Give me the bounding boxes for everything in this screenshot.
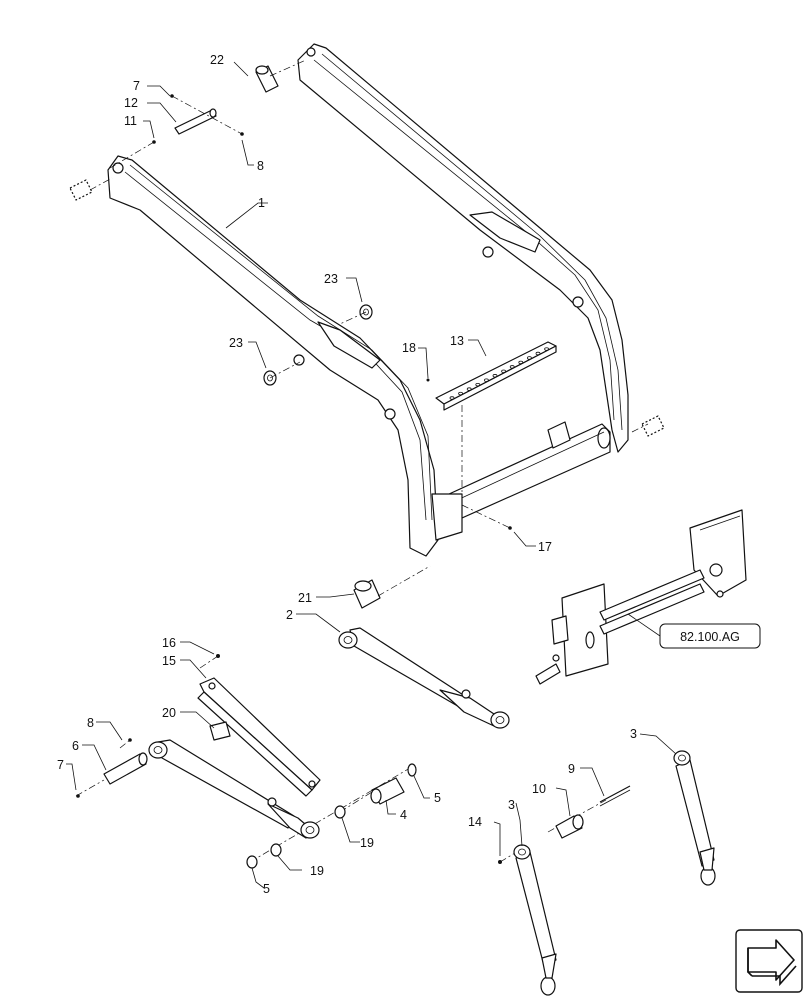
cylinder-3-right [673,750,716,886]
link-bar-15 [197,677,321,797]
plate-hole [466,387,472,391]
callout-7-top: 7 [133,79,140,93]
callout-6: 6 [72,739,79,753]
plate-hole [501,369,507,373]
decal-20 [209,721,231,741]
reference-label: 82.100.AG [680,630,740,644]
callout-19-left: 19 [310,864,324,878]
callout-16: 16 [162,636,176,650]
callout-10: 10 [532,782,546,796]
plate-hole [458,391,464,396]
plate-hole [509,365,515,369]
callout-1: 1 [258,196,265,210]
plate-hole [535,351,541,356]
callouts: 22 7 12 11 8 1 23 23 18 13 17 21 2 16 15… [57,53,637,896]
callout-11: 11 [124,114,137,128]
callout-22: 22 [210,53,224,67]
quick-attach-assembly [535,509,747,685]
callout-23-lower: 23 [229,336,243,350]
next-page-arrow-icon[interactable] [735,929,803,993]
callout-9: 9 [568,762,575,776]
callout-8-top: 8 [257,159,264,173]
callout-8-bottom: 8 [87,716,94,730]
callout-5-left: 5 [263,882,270,896]
cylinder-3-middle [513,844,557,996]
plate-hole [544,347,549,351]
plate-hole [527,356,532,360]
leader-lines [66,61,677,889]
callout-17: 17 [538,540,552,554]
loader-arm-frame [107,43,629,557]
callout-18: 18 [402,341,416,355]
callout-14: 14 [468,815,482,829]
pins-lower [76,654,631,869]
callout-7-bottom: 7 [57,758,64,772]
plate-hole [518,360,524,365]
plate-hole [449,396,455,400]
callout-19-right: 19 [360,836,374,850]
callout-15: 15 [162,654,176,668]
plate-hole [483,378,489,382]
callout-4: 4 [400,808,407,822]
callout-20: 20 [162,706,176,720]
callout-5-right: 5 [434,791,441,805]
callout-12: 12 [124,96,138,110]
plate-hole [492,374,498,378]
callout-3-middle: 3 [508,798,515,812]
plate-hole [475,382,481,387]
callout-3-right: 3 [630,727,637,741]
reference-link-82-100-ag[interactable]: 82.100.AG [627,613,761,649]
cylinder-tilt-left [148,739,320,839]
callout-13: 13 [450,334,464,348]
callout-2: 2 [286,608,293,622]
frame-pins [69,65,665,609]
perforated-plate-13 [435,341,557,411]
callout-23-upper: 23 [324,272,338,286]
cylinder-2 [338,627,510,729]
callout-21: 21 [298,591,312,605]
